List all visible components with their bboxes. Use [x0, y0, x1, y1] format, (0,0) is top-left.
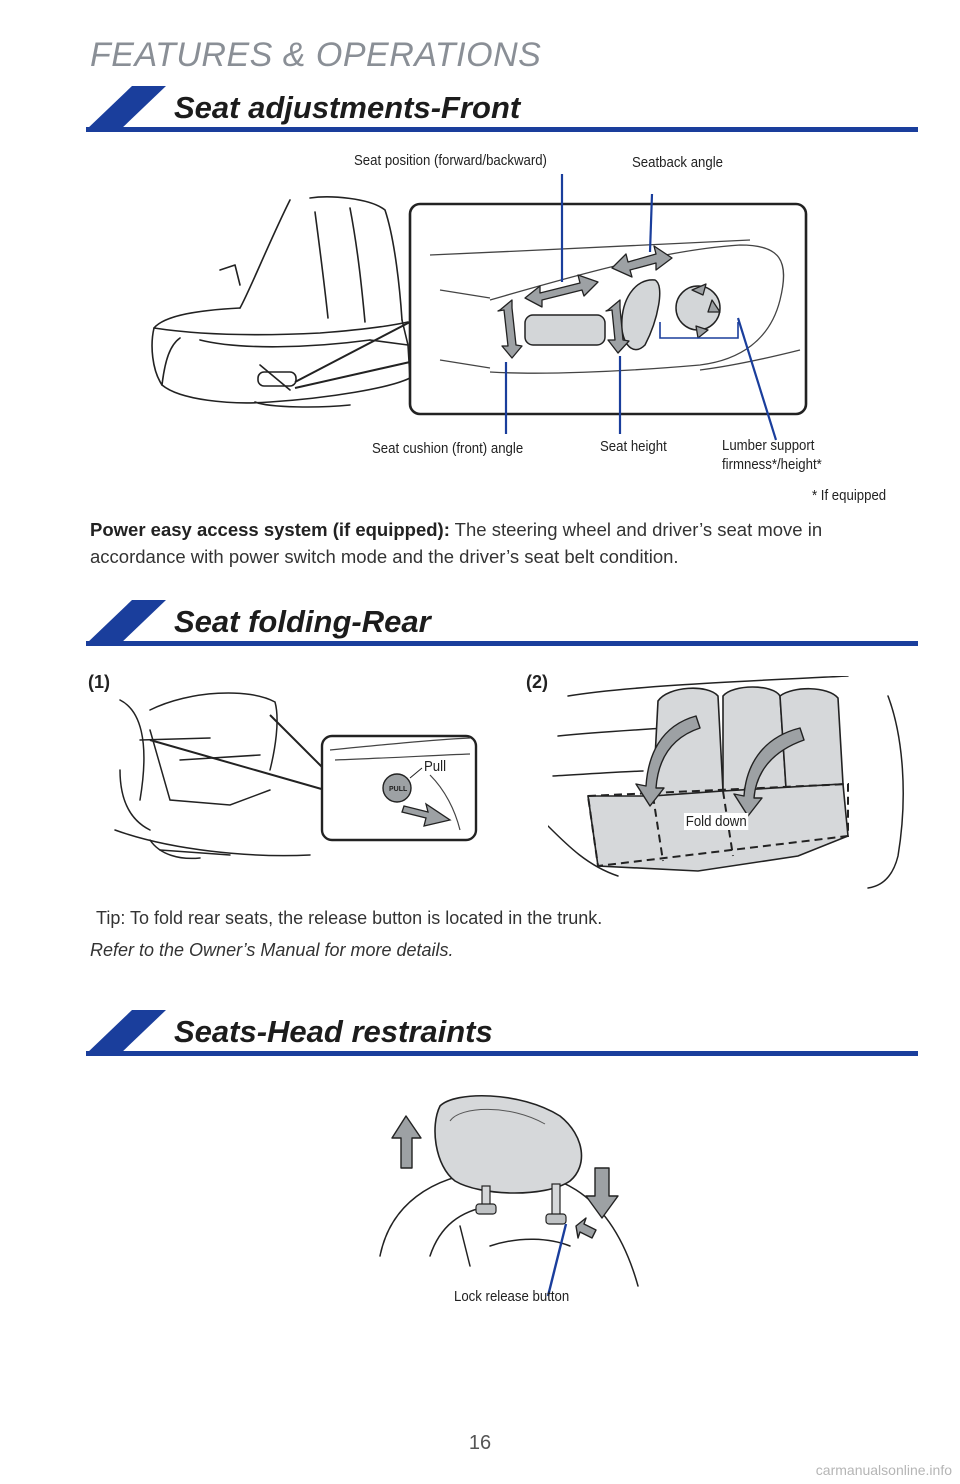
label-cushion-angle: Seat cushion (front) angle [372, 440, 524, 457]
section-title-head: Seats-Head restraints [174, 1014, 493, 1049]
page-number: 16 [468, 1432, 492, 1454]
head-restraint-illustration [379, 1094, 639, 1296]
power-easy-access-paragraph: Power easy access system (if equipped): … [90, 516, 900, 570]
section-banner-shape [86, 86, 918, 132]
label-fold-down: Fold down [684, 813, 749, 830]
label-seat-height: Seat height [600, 438, 667, 455]
section-banner-shape [86, 1010, 918, 1056]
paragraph-body: The steering wheel and driver’s seat mov… [90, 519, 823, 567]
owners-manual-note: Refer to the Owner’s Manual for more det… [90, 940, 454, 960]
label-pull: Pull [424, 758, 447, 775]
footnote-if-equipped: * If equipped [812, 487, 887, 504]
label-seat-position: Seat position (forward/backward) [354, 152, 547, 169]
page-header: FEATURES & OPERATIONS [90, 36, 542, 74]
section-header-rear: Seat folding-Rear [86, 600, 918, 646]
tip-text: Tip: To fold rear seats, the release but… [96, 908, 603, 928]
section-title-front: Seat adjustments-Front [174, 90, 521, 125]
front-seat-illustration [151, 174, 808, 441]
section-banner-shape [86, 600, 918, 646]
label-lock-release: Lock release button [454, 1288, 570, 1305]
pull-button-text: PULL [389, 786, 408, 793]
label-lumbar-2: firmness*/height* [722, 456, 822, 473]
paragraph-bold-lead: Power easy access system (if equipped): [90, 519, 450, 540]
trunk-release-illustration: PULL [114, 692, 478, 860]
rear-seat-fold-illustration [548, 676, 904, 889]
watermark: carmanualsonline.info [815, 1462, 952, 1478]
label-lumbar-1: Lumber support [722, 437, 815, 454]
section-header-front: Seat adjustments-Front [86, 86, 918, 132]
step-1-label: (1) [88, 672, 110, 692]
step-2-label: (2) [526, 672, 548, 692]
section-title-rear: Seat folding-Rear [174, 604, 431, 639]
section-header-head: Seats-Head restraints [86, 1010, 918, 1056]
label-seatback-angle: Seatback angle [632, 154, 724, 171]
